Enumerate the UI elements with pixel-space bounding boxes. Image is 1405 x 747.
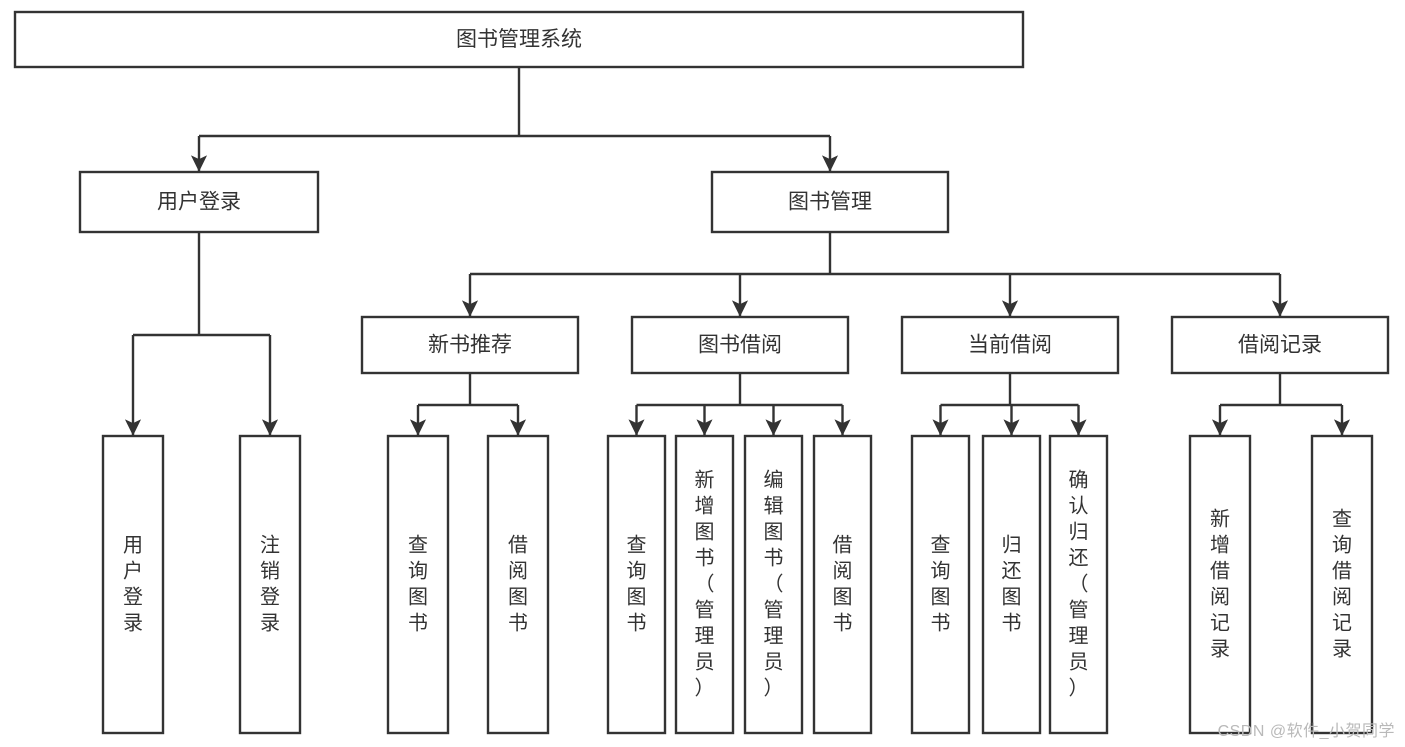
node-box-leaf-query-book-2[interactable] bbox=[606, 434, 667, 735]
node-label-current-borrow: 当前借阅 bbox=[968, 334, 1052, 357]
node-box-leaf-confirm-return[interactable] bbox=[1048, 434, 1109, 735]
node-box-leaf-query-book-1[interactable] bbox=[386, 434, 450, 735]
node-box-book-borrow[interactable] bbox=[630, 315, 850, 375]
node-label-leaf-return-book: 归还图书 bbox=[1002, 534, 1022, 635]
node-leaf-edit-book[interactable]: 编辑图书（管理员） bbox=[743, 434, 804, 735]
node-leaf-borrow-book-2[interactable]: 借阅图书 bbox=[812, 434, 873, 735]
node-box-root[interactable] bbox=[13, 10, 1025, 69]
node-label-book-manage: 图书管理 bbox=[788, 191, 872, 214]
node-box-current-borrow[interactable] bbox=[900, 315, 1120, 375]
node-book-borrow[interactable]: 图书借阅 bbox=[630, 315, 850, 375]
connector-layer bbox=[124, 67, 1351, 436]
node-box-leaf-add-book[interactable] bbox=[674, 434, 735, 735]
node-label-leaf-query-book-1: 查询图书 bbox=[408, 534, 428, 635]
node-box-leaf-user-login[interactable] bbox=[101, 434, 165, 735]
node-box-book-manage[interactable] bbox=[710, 170, 950, 234]
node-layer: 图书管理系统用户登录图书管理新书推荐图书借阅当前借阅借阅记录用户登录注销登录查询… bbox=[13, 10, 1390, 735]
node-label-leaf-user-login: 用户登录 bbox=[123, 535, 143, 635]
node-box-leaf-query-book-3[interactable] bbox=[910, 434, 971, 735]
node-leaf-return-book[interactable]: 归还图书 bbox=[981, 434, 1042, 735]
node-box-leaf-logout[interactable] bbox=[238, 434, 302, 735]
node-label-leaf-confirm-return: 确认归还（管理员） bbox=[1069, 469, 1089, 700]
node-label-leaf-query-record: 查询借阅记录 bbox=[1332, 508, 1352, 661]
node-label-leaf-edit-book: 编辑图书（管理员） bbox=[764, 469, 784, 700]
node-box-leaf-borrow-book-1[interactable] bbox=[486, 434, 550, 735]
node-label-leaf-query-book-2: 查询图书 bbox=[627, 534, 647, 635]
node-leaf-query-book-2[interactable]: 查询图书 bbox=[606, 434, 667, 735]
node-box-new-book-rec[interactable] bbox=[360, 315, 580, 375]
node-leaf-confirm-return[interactable]: 确认归还（管理员） bbox=[1048, 434, 1109, 735]
node-leaf-add-record[interactable]: 新增借阅记录 bbox=[1188, 434, 1252, 735]
node-label-leaf-add-record: 新增借阅记录 bbox=[1210, 508, 1230, 661]
node-box-user-login[interactable] bbox=[78, 170, 320, 234]
node-leaf-query-book-1[interactable]: 查询图书 bbox=[386, 434, 450, 735]
node-box-leaf-return-book[interactable] bbox=[981, 434, 1042, 735]
csdn-watermark: CSDN @软件_小贺同学 bbox=[1217, 723, 1395, 740]
node-leaf-borrow-book-1[interactable]: 借阅图书 bbox=[486, 434, 550, 735]
node-box-leaf-add-record[interactable] bbox=[1188, 434, 1252, 735]
node-current-borrow[interactable]: 当前借阅 bbox=[900, 315, 1120, 375]
node-leaf-add-book[interactable]: 新增图书（管理员） bbox=[674, 434, 735, 735]
node-label-leaf-add-book: 新增图书（管理员） bbox=[695, 469, 715, 700]
node-label-leaf-borrow-book-1: 借阅图书 bbox=[508, 534, 528, 635]
node-box-leaf-query-record[interactable] bbox=[1310, 434, 1374, 735]
node-leaf-logout[interactable]: 注销登录 bbox=[238, 434, 302, 735]
node-box-leaf-edit-book[interactable] bbox=[743, 434, 804, 735]
node-label-leaf-query-book-3: 查询图书 bbox=[931, 534, 951, 635]
node-label-user-login: 用户登录 bbox=[157, 191, 241, 214]
node-borrow-record[interactable]: 借阅记录 bbox=[1170, 315, 1390, 375]
node-new-book-rec[interactable]: 新书推荐 bbox=[360, 315, 580, 375]
node-leaf-query-record[interactable]: 查询借阅记录 bbox=[1310, 434, 1374, 735]
node-book-manage[interactable]: 图书管理 bbox=[710, 170, 950, 234]
node-box-leaf-borrow-book-2[interactable] bbox=[812, 434, 873, 735]
node-user-login[interactable]: 用户登录 bbox=[78, 170, 320, 234]
node-label-root: 图书管理系统 bbox=[456, 28, 582, 51]
node-box-borrow-record[interactable] bbox=[1170, 315, 1390, 375]
node-leaf-user-login[interactable]: 用户登录 bbox=[101, 434, 165, 735]
node-leaf-query-book-3[interactable]: 查询图书 bbox=[910, 434, 971, 735]
node-label-borrow-record: 借阅记录 bbox=[1238, 334, 1322, 357]
node-label-new-book-rec: 新书推荐 bbox=[428, 334, 512, 357]
node-label-leaf-logout: 注销登录 bbox=[260, 534, 280, 635]
node-root[interactable]: 图书管理系统 bbox=[13, 10, 1025, 69]
node-label-book-borrow: 图书借阅 bbox=[698, 334, 782, 357]
node-label-leaf-borrow-book-2: 借阅图书 bbox=[833, 534, 853, 635]
